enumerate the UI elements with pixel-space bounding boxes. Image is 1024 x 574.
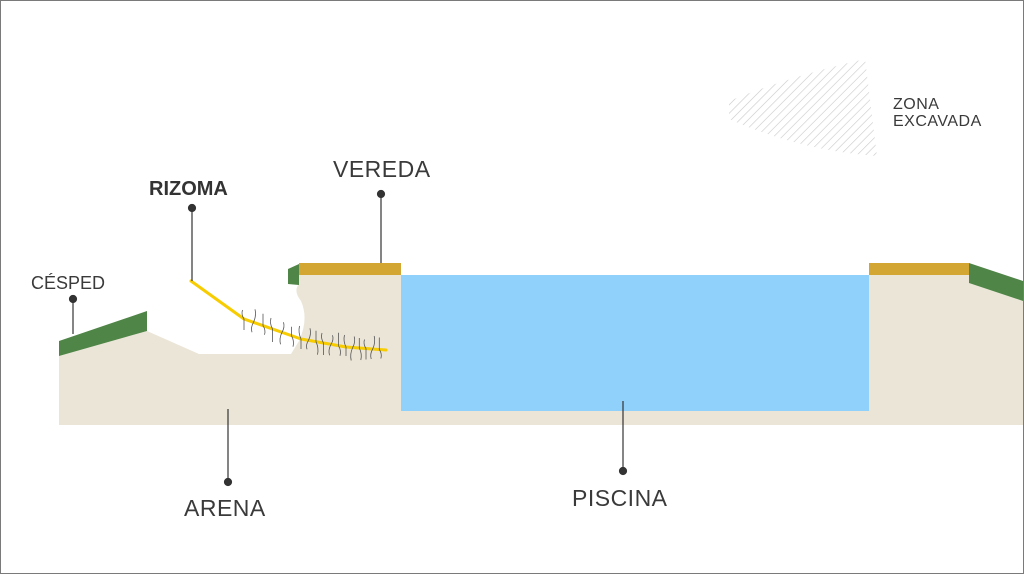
- root-hair: [370, 348, 374, 360]
- root-hair: [262, 325, 266, 335]
- root-hair: [330, 335, 334, 345]
- legend-excavated-zone: ZONA EXCAVADA: [893, 96, 982, 130]
- root-hair: [308, 328, 311, 341]
- leader-dot-piscina: [618, 466, 628, 476]
- root-hair: [291, 335, 294, 347]
- root-hair: [350, 347, 354, 361]
- legend-line-1: ZONA: [893, 96, 940, 113]
- leader-lines: [68, 189, 628, 487]
- excavated-zone-swatch: [729, 59, 877, 156]
- root-hair: [378, 349, 382, 359]
- label-piscina: PISCINA: [572, 485, 668, 511]
- root-hair: [343, 334, 347, 348]
- root-hair: [328, 344, 332, 356]
- leader-dot-rizoma: [187, 203, 197, 213]
- grass-left: [59, 311, 147, 356]
- root-hair: [270, 317, 273, 330]
- grass-near-sidewalk: [288, 264, 299, 285]
- root-hair: [315, 341, 319, 355]
- root-hair: [352, 336, 356, 348]
- leader-dot-vereda: [376, 189, 386, 199]
- root-hair: [306, 340, 309, 350]
- pool-water: [401, 275, 869, 411]
- label-rizoma: RIZOMA: [149, 178, 228, 200]
- root-hair: [281, 322, 285, 333]
- rhizome-roots: [241, 309, 382, 361]
- sidewalk-right: [869, 263, 969, 275]
- legend-line-2: EXCAVADA: [893, 113, 982, 130]
- root-hair: [321, 332, 324, 344]
- label-cesped: CÉSPED: [31, 273, 106, 293]
- leader-dot-arena: [223, 477, 233, 487]
- root-hair: [298, 325, 302, 340]
- root-hair: [241, 309, 245, 320]
- label-arena: ARENA: [184, 495, 266, 521]
- root-hair: [372, 335, 376, 350]
- root-hair: [251, 322, 254, 333]
- root-hair: [253, 309, 256, 323]
- root-hair: [279, 332, 283, 345]
- root-hair: [338, 345, 341, 356]
- leader-dot-cesped: [68, 294, 78, 304]
- root-hair: [358, 347, 362, 361]
- label-vereda: VEREDA: [333, 156, 431, 182]
- sidewalk-left: [299, 263, 401, 275]
- root-hair: [363, 339, 367, 349]
- grass-right: [969, 263, 1023, 301]
- sand-ground: [59, 275, 1023, 425]
